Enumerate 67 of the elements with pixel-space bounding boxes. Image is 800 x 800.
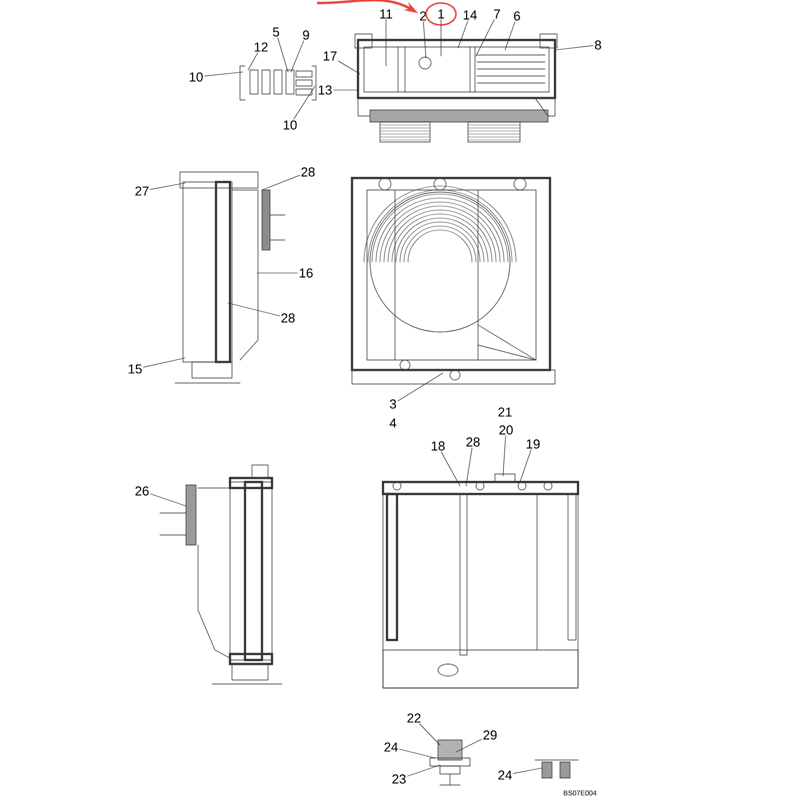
leader-line — [419, 723, 440, 746]
callout-number: 4 — [390, 418, 396, 428]
leader-line — [423, 21, 426, 58]
leader-line — [248, 52, 258, 70]
callout-number: 13 — [318, 85, 332, 95]
leader-line — [204, 72, 244, 76]
mount-drawing — [430, 740, 470, 786]
callout-number: 20 — [499, 425, 513, 435]
callout-number: 12 — [254, 42, 268, 52]
back-view-drawing — [382, 474, 580, 688]
leader-line — [520, 450, 532, 482]
leader-line — [150, 494, 186, 506]
mount-drawing — [534, 760, 578, 778]
leader-line — [407, 764, 440, 776]
callout-number: 17 — [324, 52, 337, 60]
top-view-drawing — [354, 34, 558, 142]
leader-line — [458, 20, 468, 48]
callout-number: 3 — [390, 399, 396, 409]
callout-number: 24 — [384, 742, 398, 752]
leader-line — [399, 748, 436, 758]
leader-line — [150, 182, 186, 190]
leader-line — [440, 19, 442, 56]
leader-line — [504, 22, 516, 50]
callout-number: 23 — [392, 774, 406, 784]
callout-number: 11 — [380, 10, 392, 18]
callout-number: 28 — [466, 437, 480, 447]
callout-number: 5 — [272, 27, 280, 37]
callout-number: 14 — [464, 10, 477, 20]
callout-number: 22 — [407, 713, 421, 723]
callout-number: 9 — [303, 30, 309, 40]
leader-line — [440, 452, 460, 486]
leader-line — [293, 86, 316, 120]
leader-line — [466, 448, 472, 486]
callout-number: 16 — [300, 268, 313, 278]
callout-number: 10 — [190, 72, 203, 82]
leader-line — [228, 302, 280, 316]
leader-line — [290, 40, 304, 72]
callout-number: 18 — [432, 441, 445, 451]
callout-number: 7 — [494, 10, 500, 18]
leader-line — [143, 358, 186, 368]
leader-line — [338, 60, 360, 74]
callout-number: 21 — [498, 407, 512, 417]
callout-number: 27 — [135, 186, 149, 196]
callout-number: 19 — [526, 439, 540, 449]
leader-line — [476, 19, 494, 56]
leader-line — [262, 175, 300, 190]
leader-line — [554, 45, 594, 50]
leader-line — [456, 738, 482, 752]
front-view-drawing — [350, 176, 556, 384]
rear-side-drawing — [160, 464, 282, 684]
leader-line — [502, 436, 506, 476]
callout-number: 8 — [594, 40, 602, 50]
leader-line — [398, 372, 444, 402]
leader-line — [277, 37, 288, 72]
bracket-drawing — [240, 66, 316, 100]
callout-number: 10 — [284, 120, 297, 130]
callout-number: 26 — [135, 486, 149, 496]
callout-number: 28 — [281, 313, 295, 323]
leader-line — [256, 272, 298, 274]
callout-number: 28 — [301, 167, 315, 177]
callout-number: 1 — [438, 10, 444, 18]
callout-number: 2 — [420, 11, 426, 21]
callout-number: 29 — [483, 730, 497, 740]
callout-number: 15 — [128, 364, 142, 374]
leader-line — [513, 768, 542, 774]
callout-number: 24 — [498, 770, 512, 780]
callout-number: 6 — [514, 11, 520, 21]
